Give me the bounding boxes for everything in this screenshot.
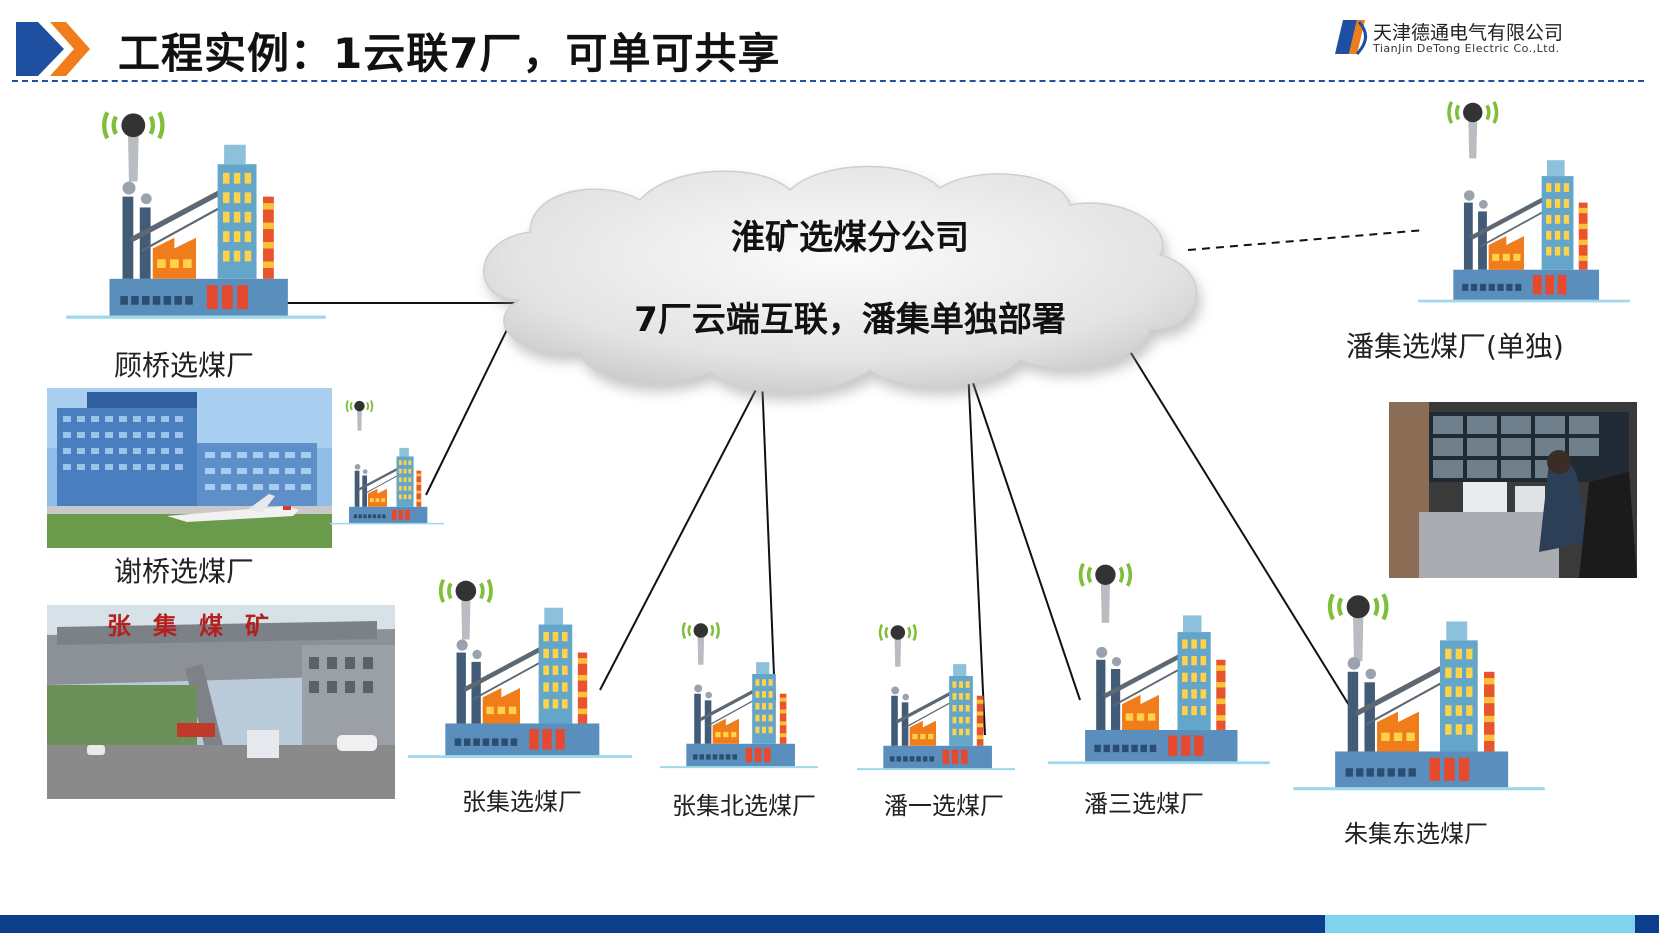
plant-label-pansan: 潘三选煤厂 — [1084, 790, 1204, 818]
company-name-cn: 天津德通电气有限公司 — [1373, 22, 1564, 44]
control-room-photo — [1389, 402, 1637, 578]
cloud-title: 淮矿选煤分公司 — [731, 218, 969, 258]
footer-bar-end — [1635, 915, 1659, 933]
link-zhujidong — [1117, 331, 1353, 711]
zhangji-gate-photo: 张集煤矿 — [47, 605, 395, 799]
cloud-subtitle: 7厂云端互联，潘集单独部署 — [634, 300, 1066, 340]
plant-label-guqiao: 顾桥选煤厂 — [114, 349, 255, 382]
company-name-en: TianJin DeTong Electric Co.,Ltd. — [1373, 42, 1560, 55]
page-title: 工程实例：1云联7厂，可单可共享 — [118, 29, 781, 78]
gate-sign: 张集煤矿 — [107, 612, 291, 640]
factory-panji-icon — [1418, 101, 1630, 303]
factory-zhangjibei-icon — [660, 622, 818, 769]
control-room-image — [1389, 402, 1637, 578]
factory-xieqiao-icon — [330, 399, 444, 525]
xieqiao-building-photo — [47, 388, 332, 548]
plant-label-panyi: 潘一选煤厂 — [884, 792, 1004, 820]
detong-logo-icon — [1335, 20, 1367, 56]
office-building-image — [47, 388, 332, 548]
link-panji-dashed — [1187, 229, 1426, 251]
factory-pansan-icon — [1048, 562, 1270, 765]
footer-bar-dark — [0, 915, 1325, 933]
mine-gate-image — [47, 605, 395, 799]
header-divider — [12, 80, 1644, 82]
link-zhangji — [599, 377, 763, 691]
plant-label-panji: 潘集选煤厂(单独) — [1346, 330, 1564, 363]
factory-zhujidong-icon — [1293, 593, 1545, 791]
link-zhangjibei — [761, 377, 776, 701]
plant-label-zhangji: 张集选煤厂 — [462, 788, 582, 816]
link-xieqiao — [425, 302, 521, 496]
link-panyi — [967, 367, 986, 736]
factory-zhangji-icon — [408, 578, 632, 758]
link-lines — [287, 302, 1353, 736]
footer-bar-light — [1325, 915, 1635, 933]
factory-panyi-icon — [857, 624, 1015, 771]
link-pansan — [967, 367, 1081, 701]
header-chevron-icon — [16, 22, 90, 76]
factory-guqiao-icon — [66, 111, 326, 319]
cloud-shape — [483, 165, 1198, 393]
plant-label-zhangjibei: 张集北选煤厂 — [672, 792, 816, 820]
plant-label-zhujidong: 朱集东选煤厂 — [1344, 820, 1488, 848]
plant-label-xieqiao: 谢桥选煤厂 — [114, 555, 255, 588]
